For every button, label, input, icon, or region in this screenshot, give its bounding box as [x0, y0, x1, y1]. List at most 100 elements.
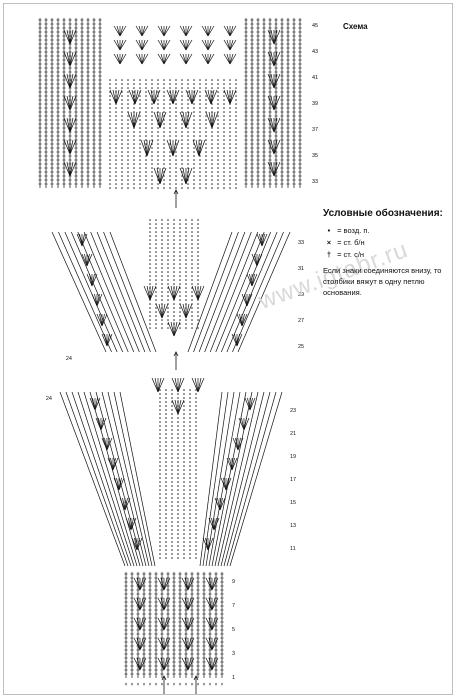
- stitch-column: [196, 572, 200, 678]
- stitch-fan: [157, 657, 171, 671]
- stitch-fan: [223, 39, 237, 51]
- svg-text:×: ×: [179, 682, 182, 688]
- chain-column: [171, 389, 173, 559]
- row-number: 39: [312, 101, 318, 107]
- chain-column: [121, 79, 123, 189]
- row-number: 35: [312, 153, 318, 159]
- stitch-column: [64, 231, 118, 353]
- stitch-column: [204, 231, 252, 353]
- chain-column: [139, 79, 141, 189]
- row-number: 24: [66, 356, 72, 362]
- stitch-column: [202, 391, 229, 567]
- chain-column: [149, 219, 151, 329]
- chain-column: [155, 219, 157, 329]
- legend-item-label: = ст. б/н: [337, 238, 365, 247]
- stitch-column: [237, 231, 291, 353]
- stitch-column: [205, 391, 235, 567]
- stitch-fan: [201, 39, 215, 51]
- row-number: 5: [232, 627, 235, 633]
- stitch-column: [215, 231, 265, 353]
- stitch-column: [229, 391, 283, 567]
- stitch-fan: [201, 25, 215, 37]
- stitch-fan: [267, 73, 281, 89]
- legend: Условные обозначения: • = возд. п. × = с…: [323, 208, 453, 298]
- stitch-fan: [133, 577, 147, 591]
- stitch-fan: [238, 417, 250, 431]
- stitch-column: [220, 572, 224, 678]
- stitch-column: [202, 572, 206, 678]
- stitch-fan: [223, 53, 237, 65]
- stitch-column: [262, 18, 266, 188]
- stitch-column: [96, 231, 146, 353]
- stitch-column: [209, 231, 259, 353]
- svg-text:×: ×: [185, 682, 188, 688]
- stitch-column: [113, 391, 153, 567]
- stitch-fan: [251, 253, 263, 267]
- stitch-column: [119, 391, 156, 567]
- row-number: 41: [312, 75, 318, 81]
- row-number: 1: [232, 675, 235, 681]
- stitch-fan: [63, 29, 77, 45]
- chain-column: [109, 79, 111, 189]
- stitch-fan: [181, 637, 195, 651]
- stitch-fan: [81, 253, 93, 267]
- stitch-column: [208, 391, 241, 567]
- stitch-fan: [63, 51, 77, 67]
- stitch-column: [59, 391, 126, 567]
- chain-column: [167, 219, 169, 329]
- stitch-fan: [86, 273, 98, 287]
- stitch-fan: [179, 167, 193, 185]
- stitch-fan: [220, 477, 232, 491]
- stitch-fan: [63, 161, 77, 177]
- page-frame: [3, 3, 453, 695]
- stitch-column: [166, 572, 170, 678]
- stitch-fan: [113, 25, 127, 37]
- stitch-fan: [101, 333, 113, 347]
- stitch-fan: [133, 597, 147, 611]
- stitch-fan: [226, 457, 238, 471]
- stitch-column: [190, 572, 194, 678]
- stitch-fan: [179, 39, 193, 51]
- stitch-fan: [109, 89, 123, 105]
- legend-heading: Условные обозначения:: [323, 208, 443, 219]
- row-number: 31: [298, 266, 304, 272]
- stitch-column: [95, 391, 144, 567]
- chain-column: [223, 79, 225, 189]
- row-number: 29: [298, 292, 304, 298]
- row-number: 45: [312, 23, 318, 29]
- arrow-head-icon: [161, 675, 167, 681]
- stitch-column: [71, 231, 123, 353]
- stitch-column: [51, 231, 107, 353]
- legend-item-chain: • = возд. п.: [323, 225, 453, 237]
- stitch-fan: [267, 95, 281, 111]
- stitch-column: [80, 18, 84, 188]
- stitch-column: [130, 572, 134, 678]
- stitch-fan: [205, 617, 219, 631]
- svg-text:×: ×: [131, 682, 134, 688]
- svg-text:×: ×: [191, 682, 194, 688]
- stitch-column: [187, 231, 233, 353]
- stitch-column: [89, 391, 141, 567]
- stitch-fan: [204, 89, 218, 105]
- row-number: 7: [232, 603, 235, 609]
- legend-note: Если знаки соединяются внизу, то столбик…: [323, 266, 442, 297]
- stitch-column: [71, 391, 132, 567]
- stitch-column: [83, 231, 135, 353]
- stitch-fan: [143, 285, 157, 301]
- stitch-fan: [166, 139, 180, 157]
- stitch-fan: [205, 111, 219, 129]
- legend-item-double-crochet: † = ст. с/н: [323, 249, 453, 261]
- stitch-fan: [208, 517, 220, 531]
- chain-column: [163, 79, 165, 189]
- svg-text:×: ×: [203, 682, 206, 688]
- stitch-fan: [214, 497, 226, 511]
- stitch-fan: [167, 321, 181, 337]
- stitch-fan: [267, 139, 281, 155]
- stitch-fan: [205, 657, 219, 671]
- stitch-column: [86, 18, 90, 188]
- stitch-fan: [157, 39, 171, 51]
- stitch-fan: [223, 25, 237, 37]
- svg-text:×: ×: [221, 682, 224, 688]
- row-number: 3: [232, 651, 235, 657]
